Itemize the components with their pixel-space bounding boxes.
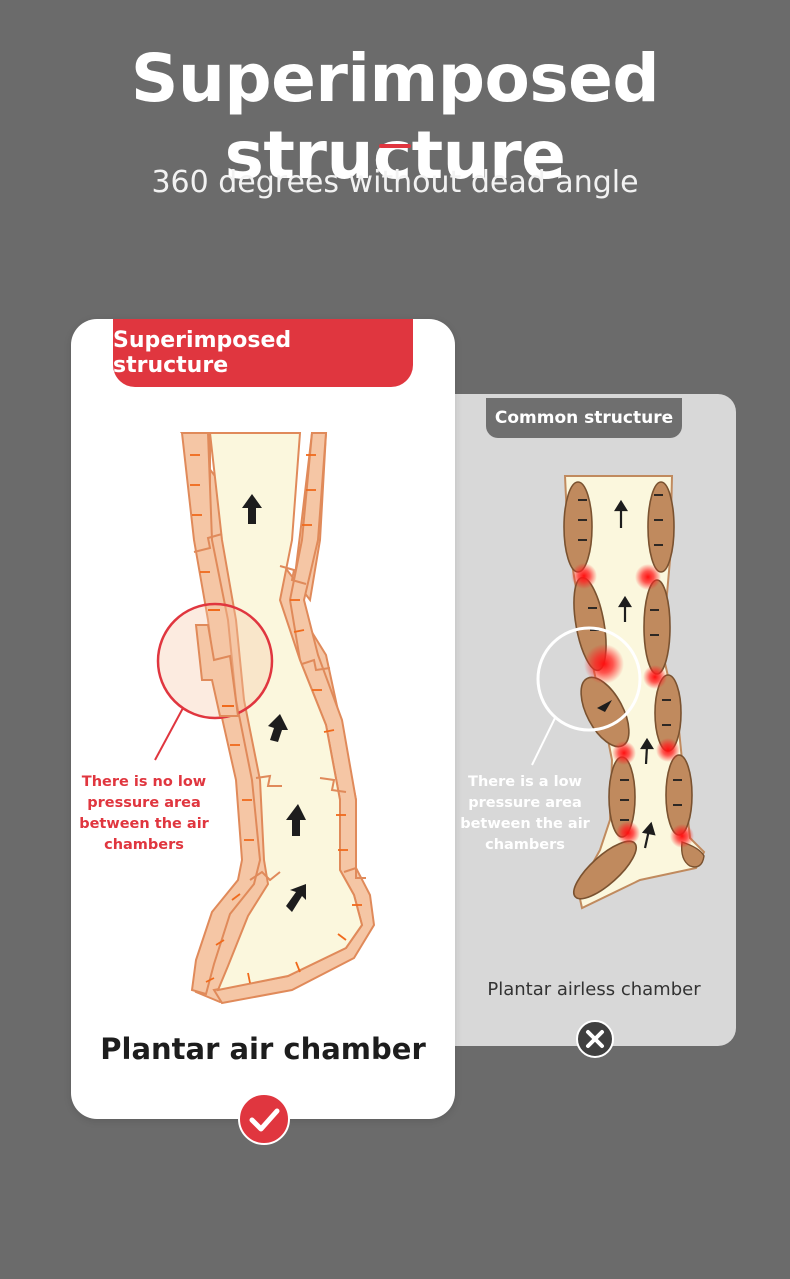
common-structure-caption: Plantar airless chamber bbox=[487, 979, 701, 1000]
common-low-pressure-note: There is a low pressure area between the… bbox=[460, 774, 590, 853]
superimposed-structure-caption: Plantar air chamber bbox=[100, 1032, 426, 1066]
page-subtitle: 360 degrees without dead angle bbox=[151, 165, 639, 200]
check-icon bbox=[238, 1093, 290, 1145]
x-icon bbox=[576, 1020, 614, 1058]
superimposed-no-low-pressure-note: There is no low pressure area between th… bbox=[79, 774, 209, 853]
title-divider bbox=[379, 144, 411, 148]
common-structure-tab: Common structure bbox=[486, 398, 682, 438]
superimposed-structure-tab: Superimposed structure bbox=[113, 319, 413, 387]
page-title: Superimposed structure bbox=[130, 40, 660, 194]
